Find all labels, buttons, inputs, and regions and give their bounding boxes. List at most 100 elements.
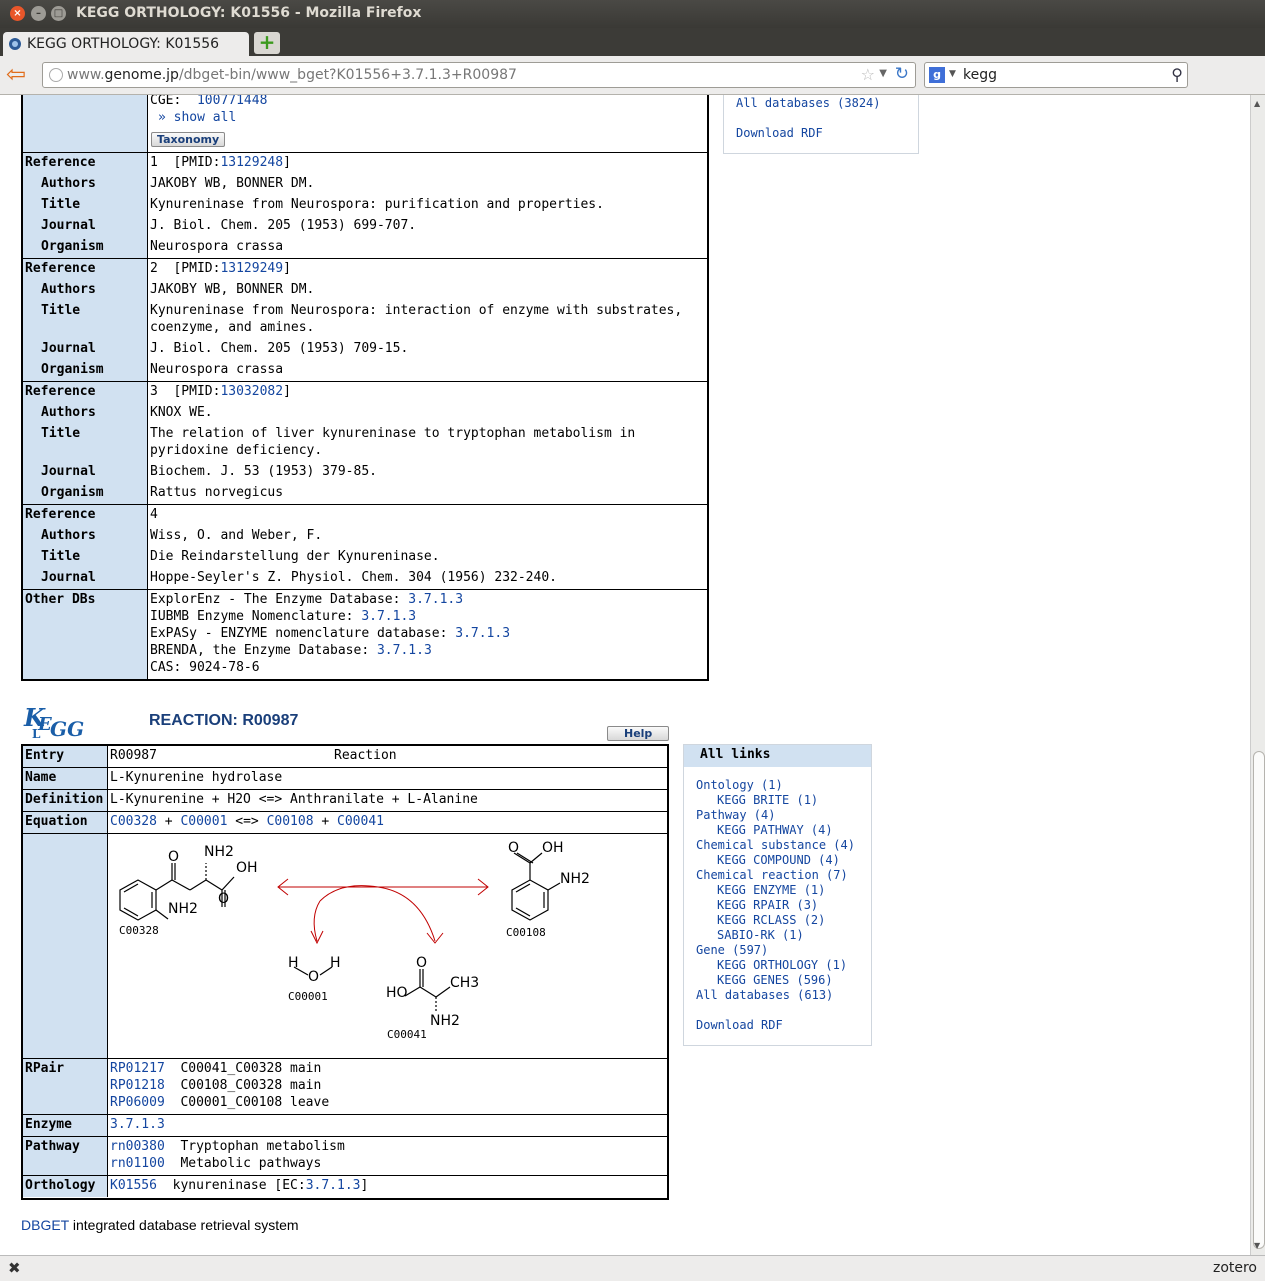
taxonomy-button[interactable]: Taxonomy (151, 132, 226, 147)
orthology-link[interactable]: K01556 (110, 1178, 157, 1193)
rpair-link[interactable]: RP06009 (110, 1095, 165, 1110)
pmid-link[interactable]: 13032082 (220, 384, 284, 399)
compound-label-c00041: C00041 (387, 1028, 427, 1041)
back-arrow-icon[interactable]: ⇦ (6, 60, 27, 88)
reference-field-label: Organism (41, 362, 104, 377)
pathway-row: rn01100 Metabolic pathways (110, 1156, 322, 1171)
scrollbar-thumb[interactable] (1253, 751, 1265, 1249)
engine-dropdown-icon[interactable]: ▼ (949, 69, 956, 79)
enzyme-link[interactable]: 3.7.1.3 (110, 1117, 165, 1132)
history-dropdown-icon[interactable]: ▼ (879, 68, 887, 79)
all-links-item[interactable]: KEGG BRITE (1) (717, 793, 819, 807)
all-links-item[interactable]: Ontology (1) (696, 778, 783, 792)
c00108-nh2-label: NH2 (560, 871, 590, 887)
reaction-diagram: O NH2 OH O NH2 O OH NH2 H O H O HO CH3 N… (119, 840, 590, 1041)
search-bar[interactable]: g ▼ kegg ⚲ (924, 62, 1188, 88)
pathway-link[interactable]: rn01100 (110, 1156, 165, 1171)
all-links-item[interactable]: KEGG ENZYME (1) (717, 883, 826, 897)
reference-header-cell (23, 259, 148, 381)
rpair-link[interactable]: RP01218 (110, 1078, 165, 1093)
reference-field-value: J. Biol. Chem. 205 (1953) 709-15. (150, 341, 409, 356)
pathway-link[interactable]: rn00380 (110, 1139, 165, 1154)
url-bar[interactable]: www.genome.jp/dbget-bin/www_bget?K01556+… (42, 62, 916, 88)
reference-field-label: Authors (41, 405, 96, 420)
all-links-item[interactable]: Gene (597) (696, 943, 769, 957)
bookmark-star-icon[interactable]: ☆ (860, 65, 875, 84)
scroll-down-icon[interactable]: ▼ (1254, 1241, 1261, 1250)
help-button[interactable]: Help (607, 726, 670, 741)
reference-label: Reference (25, 261, 96, 276)
close-window-button[interactable]: × (10, 6, 25, 21)
ec-link[interactable]: 3.7.1.3 (305, 1178, 361, 1193)
h2o-h1-label: H (288, 955, 299, 971)
c00041-ho-label: HO (386, 985, 408, 1001)
reference-field-label: Authors (41, 282, 96, 297)
rpair-header-cell (23, 1059, 108, 1114)
all-links-item[interactable]: KEGG RPAIR (3) (717, 898, 819, 912)
gene-link[interactable]: 100771448 (196, 95, 268, 108)
show-all-link[interactable]: » show all (158, 110, 237, 125)
compound-label-c00328: C00328 (119, 924, 159, 937)
all-links-item[interactable]: KEGG COMPOUND (4) (717, 853, 840, 867)
zotero-label[interactable]: zotero (1212, 1260, 1257, 1276)
compound-link[interactable]: C00041 (337, 814, 384, 829)
all-databases-link[interactable]: All databases (3824) (736, 96, 881, 110)
minimize-window-button[interactable]: – (31, 6, 46, 21)
svg-text:GG: GG (50, 717, 84, 740)
compound-link[interactable]: C00328 (110, 814, 157, 829)
reference-field-value: Hoppe-Seyler's Z. Physiol. Chem. 304 (19… (150, 570, 557, 585)
svg-text:K: K (23, 703, 46, 732)
url-text[interactable]: www.genome.jp/dbget-bin/www_bget?K01556+… (67, 67, 517, 83)
reference-field-label: Title (41, 549, 81, 564)
reference-field-value: Neurospora crassa (150, 362, 284, 377)
pmid-link[interactable]: 13129248 (220, 155, 284, 170)
all-links-item[interactable]: KEGG GENES (596) (717, 973, 833, 987)
reference-field-label: Authors (41, 176, 96, 191)
ec-link[interactable]: 3.7.1.3 (408, 592, 464, 607)
all-links-item[interactable]: All databases (613) (696, 988, 834, 1002)
download-rdf-link[interactable]: Download RDF (696, 1018, 783, 1032)
compound-link[interactable]: C00108 (266, 814, 314, 829)
close-addon-bar-icon[interactable]: ✖ (8, 1259, 21, 1277)
download-rdf-link[interactable]: Download RDF (736, 126, 823, 140)
all-links-item[interactable]: Chemical reaction (7) (696, 868, 848, 882)
pmid-link[interactable]: 13129249 (220, 261, 284, 276)
reference-header-cell (23, 153, 148, 258)
definition-label: Definition (25, 792, 104, 807)
pathway-header-cell (23, 1137, 108, 1175)
ec-link[interactable]: 3.7.1.3 (376, 643, 432, 658)
dbget-link[interactable]: DBGET (21, 1217, 69, 1233)
all-links-item[interactable]: Chemical substance (4) (696, 838, 855, 852)
definition-value: L-Kynurenine + H2O <=> Anthranilate + L-… (110, 792, 478, 807)
name-label: Name (25, 770, 57, 785)
reference-number-row: 4 (150, 507, 158, 522)
search-icon[interactable]: ⚲ (1171, 65, 1183, 84)
reference-field-value: KNOX WE. (150, 405, 213, 420)
reference-field-label: Title (41, 303, 81, 318)
new-tab-button[interactable]: + (254, 32, 280, 54)
vertical-scrollbar[interactable]: ▲ ▼ (1250, 95, 1265, 1255)
window-titlebar: × – □ KEGG ORTHOLOGY: K01556 - Mozilla F… (0, 0, 1265, 28)
google-engine-icon[interactable]: g (929, 67, 945, 83)
reference-field-label: Organism (41, 239, 104, 254)
maximize-window-button[interactable]: □ (51, 6, 66, 21)
all-links-item[interactable]: SABIO-RK (1) (717, 928, 804, 942)
tab-kegg-orthology[interactable]: KEGG ORTHOLOGY: K01556 (3, 32, 249, 56)
rpair-link[interactable]: RP01217 (110, 1061, 165, 1076)
all-links-item[interactable]: KEGG PATHWAY (4) (717, 823, 833, 837)
reload-icon[interactable]: ↻ (894, 64, 909, 84)
search-input[interactable]: kegg (963, 67, 997, 83)
reference-field-value: Biochem. J. 53 (1953) 379-85. (150, 464, 377, 479)
scroll-up-icon[interactable]: ▲ (1254, 99, 1261, 108)
reference-label: Reference (25, 384, 96, 399)
ec-link[interactable]: 3.7.1.3 (361, 609, 417, 624)
rpair-row: RP01218 C00108_C00328 main (110, 1078, 322, 1093)
c00328-o2-label: O (218, 891, 229, 907)
compound-link[interactable]: C00001 (180, 814, 228, 829)
entry-header-cell (23, 746, 108, 767)
ec-link[interactable]: 3.7.1.3 (455, 626, 511, 641)
all-links-item[interactable]: KEGG ORTHOLOGY (1) (717, 958, 848, 972)
orthology-links-panel: All databases (3824) Download RDF (723, 95, 919, 154)
all-links-item[interactable]: Pathway (4) (696, 808, 776, 822)
all-links-item[interactable]: KEGG RCLASS (2) (717, 913, 826, 927)
